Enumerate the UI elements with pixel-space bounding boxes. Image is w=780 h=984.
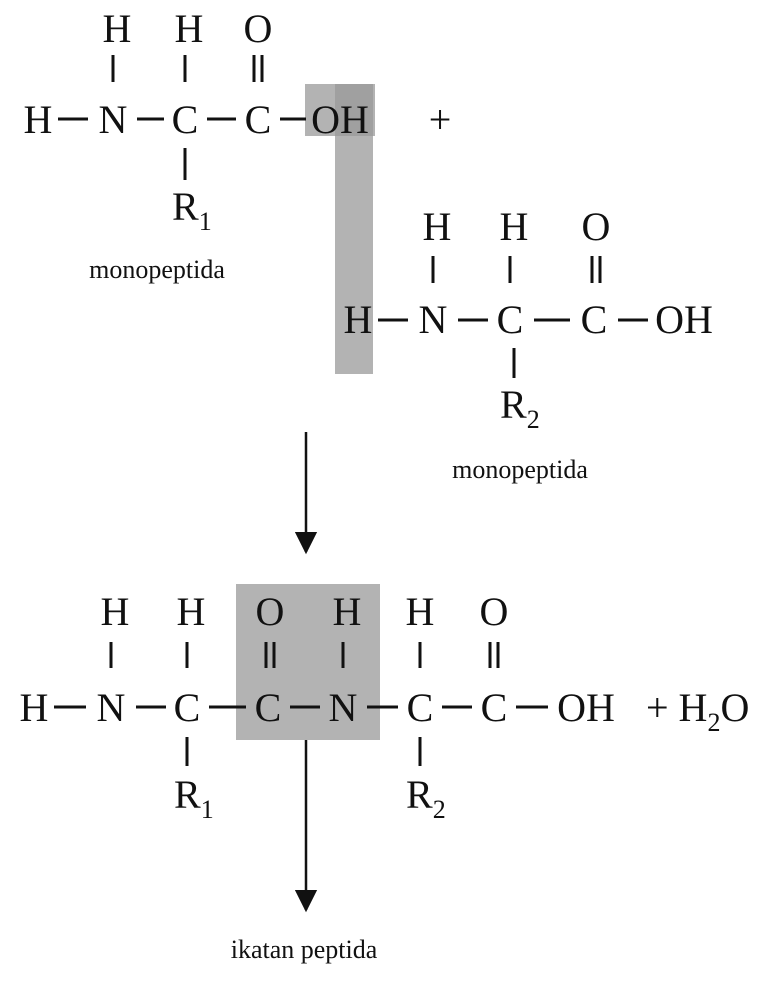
- reactant-2: H H O H N C C OH R2 monopeptida: [344, 204, 713, 484]
- p-chain-c3: C: [407, 685, 434, 730]
- r2-chain-h: H: [344, 297, 373, 342]
- r1-chain-c-carboxyl: C: [245, 97, 272, 142]
- p-chain-c4: C: [481, 685, 508, 730]
- r1-label: monopeptida: [89, 255, 225, 284]
- p-chain-n2: N: [329, 685, 358, 730]
- r2-top-h2: H: [500, 204, 529, 249]
- dipeptide-product: H H O H H O H N C C N C C OH R1 R2 + H2O: [20, 589, 750, 824]
- p-chain-c2: C: [255, 685, 282, 730]
- p-top-o1: O: [256, 589, 285, 634]
- water-byproduct: + H2O: [646, 685, 749, 737]
- plus-sign: +: [429, 97, 452, 142]
- r2-label: monopeptida: [452, 455, 588, 484]
- p-top-h3: H: [333, 589, 362, 634]
- r2-chain-c-alpha: C: [497, 297, 524, 342]
- p-chain-oh: OH: [557, 685, 615, 730]
- p-top-h4: H: [406, 589, 435, 634]
- r2-top-o: O: [582, 204, 611, 249]
- peptide-bond-highlight: [236, 584, 380, 740]
- p-chain-n1: N: [97, 685, 126, 730]
- r1-top-h1: H: [103, 6, 132, 51]
- removed-water-highlight: [305, 84, 375, 374]
- reactant-1: H H O H N C C OH R1 monopeptida: [24, 6, 369, 284]
- p-top-h1: H: [101, 589, 130, 634]
- r2-side-chain: R2: [500, 382, 540, 434]
- p-top-o2: O: [480, 589, 509, 634]
- p-side-chain-1: R1: [174, 772, 214, 824]
- p-chain-c1: C: [174, 685, 201, 730]
- r2-chain-oh: OH: [655, 297, 713, 342]
- r1-side-chain: R1: [172, 184, 212, 236]
- r1-chain-oh: OH: [311, 97, 369, 142]
- r2-top-h1: H: [423, 204, 452, 249]
- p-top-h2: H: [177, 589, 206, 634]
- r1-top-h2: H: [175, 6, 204, 51]
- r1-chain-n: N: [99, 97, 128, 142]
- peptide-bond-label: ikatan peptida: [231, 935, 378, 964]
- p-side-chain-2: R2: [406, 772, 446, 824]
- r1-chain-h: H: [24, 97, 53, 142]
- p-chain-h: H: [20, 685, 49, 730]
- r1-top-o: O: [244, 6, 273, 51]
- r2-chain-n: N: [419, 297, 448, 342]
- r1-chain-c-alpha: C: [172, 97, 199, 142]
- r2-chain-c-carboxyl: C: [581, 297, 608, 342]
